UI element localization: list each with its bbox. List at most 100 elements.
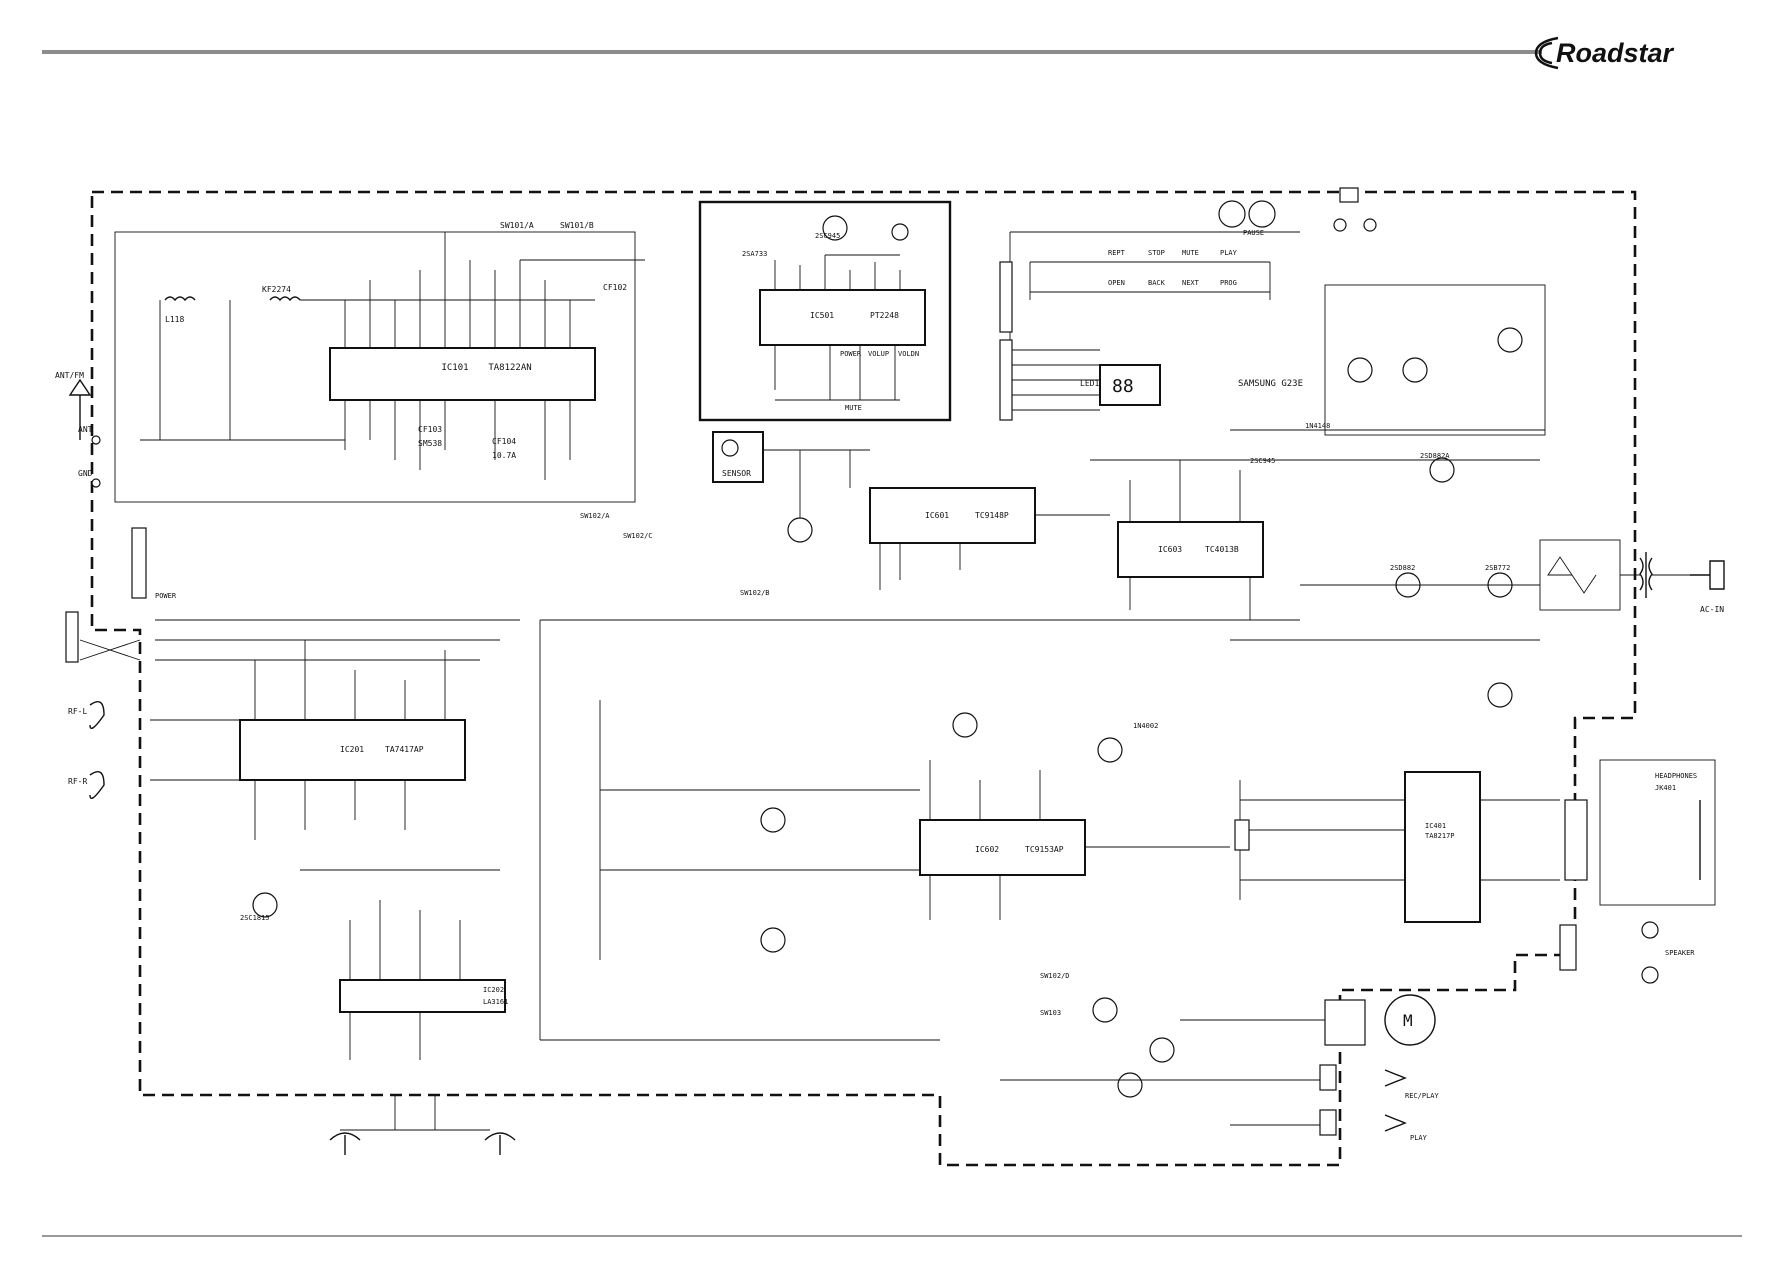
front-panel-section: REPT STOP MUTE PLAY OPEN BACK NEXT PROG … — [999, 187, 1377, 421]
remote-encoder-section: IC501 PT2248 POWER VOLUP VOLDN MUTE — [698, 200, 952, 422]
sensor-label: SENSOR — [722, 469, 751, 478]
ic501-part: PT2248 — [870, 311, 899, 320]
mechanism-section: M SW102/D SW103 REC/PLAY PLAY — [539, 900, 1440, 1142]
sensor-icon — [721, 439, 739, 457]
lamp2-icon — [1363, 218, 1377, 232]
power-connector — [131, 527, 147, 599]
ic401-ref: IC401 — [1425, 822, 1446, 830]
key-play: PLAY — [1220, 249, 1238, 257]
q501-part: 2SC945 — [815, 232, 840, 240]
ic401-part: TA8217P — [1425, 832, 1455, 840]
remote-key-volup: VOLUP — [868, 350, 889, 358]
rf-l-label: RF-L — [68, 707, 87, 716]
crossed-lines-icon — [79, 639, 141, 661]
cn403-connector — [1559, 924, 1577, 971]
q2-transistor-icon — [1218, 200, 1246, 228]
led-display — [1099, 364, 1161, 406]
stereo-indicator-section: 1N4148 — [1230, 284, 1546, 436]
diode-1n4002-label: 1N4002 — [1133, 722, 1158, 730]
motor-icon: M — [1384, 994, 1436, 1046]
sm538-label: SM538 — [418, 439, 442, 448]
sw101a-label: SW101/A — [500, 221, 534, 230]
key-rept: REPT — [1108, 249, 1126, 257]
key-mute: MUTE — [1182, 249, 1199, 257]
power-amp-section: IC401 TA8217P — [1234, 771, 1560, 923]
sw102c-label: SW102/C — [623, 532, 653, 540]
gnd-terminal — [91, 478, 101, 488]
header-rule — [42, 50, 1542, 54]
q202-part: 2SC1815 — [240, 914, 270, 922]
q331-transistor-icon — [760, 807, 786, 833]
q601-transistor-icon — [787, 517, 813, 543]
head-left-icon — [329, 1132, 361, 1155]
power-label: POWER — [155, 592, 177, 600]
jk401-label: JK401 — [1655, 784, 1676, 792]
output-section: HEADPHONES JK401 SPEAKER — [1559, 759, 1716, 984]
cf102-label: CF102 — [603, 283, 627, 292]
ic101-ref: IC101 — [441, 363, 468, 373]
preamp-section: IC201 TA7417AP 2SC1815 RF-L RF-R POWER — [65, 527, 520, 922]
cf104-freq-label: 10.7A — [492, 451, 516, 460]
footer-rule — [42, 1235, 1742, 1237]
q3-transistor-icon — [1248, 200, 1276, 228]
key-open: OPEN — [1108, 279, 1125, 287]
rec-play-label: REC/PLAY — [1405, 1092, 1440, 1100]
q673-transistor-icon — [1497, 327, 1523, 353]
key-next: NEXT — [1182, 279, 1200, 287]
ic603-ref: IC603 — [1158, 545, 1182, 554]
antenna-label: ANT/FM — [55, 371, 84, 380]
lamp-connector — [1339, 187, 1359, 203]
q202-transistor-icon — [252, 892, 278, 918]
led-part: SAMSUNG G23E — [1238, 379, 1303, 389]
q502-transistor-icon — [822, 215, 848, 241]
sw102b-label: SW102/B — [740, 589, 770, 597]
ic202-part: LA3161 — [483, 998, 508, 1006]
q671-transistor-icon — [1347, 357, 1373, 383]
key-back: BACK — [1148, 279, 1166, 287]
diode-1n4148-label: 1N4148 — [1305, 422, 1330, 430]
play-label: PLAY — [1410, 1134, 1428, 1142]
ant-terminal — [91, 435, 101, 445]
q631-transistor-icon — [1097, 737, 1123, 763]
lamp1-icon — [1333, 218, 1347, 232]
playback-amp-section: IC602 TC9153AP 1N4002 — [539, 619, 1300, 960]
ac-plug-icon — [1690, 560, 1725, 590]
l118-label: L118 — [165, 315, 184, 324]
sw103-label: SW103 — [1040, 1009, 1061, 1017]
q805-transistor-icon — [1092, 997, 1118, 1023]
amplifier-section: IC202 LA3161 — [300, 869, 516, 1155]
sw102d-label: SW102/D — [1040, 972, 1070, 980]
ic602-ref: IC602 — [975, 845, 999, 854]
q441-part: 2SD882A — [1420, 452, 1450, 460]
q441-transistor-icon — [1429, 457, 1455, 483]
speaker-label: SPEAKER — [1665, 949, 1695, 957]
ic601-ref: IC601 — [925, 511, 949, 520]
cn802-connector — [1319, 1064, 1337, 1091]
ic601-body — [869, 487, 1036, 544]
sw101b-label: SW101/B — [560, 221, 594, 230]
q622-transistor-icon — [952, 712, 978, 738]
ic602-body — [919, 819, 1086, 876]
logic-section: IC603 TC4013B — [1090, 459, 1300, 620]
svg-text:M: M — [1403, 1011, 1413, 1030]
ic201-ref: IC201 — [340, 745, 364, 754]
ac-in-label: AC-IN — [1700, 605, 1724, 614]
enclosure-boundary — [90, 190, 1637, 1167]
ic201-body — [239, 719, 466, 781]
ic603-body — [1117, 521, 1264, 578]
sensor-section: SENSOR IC601 TC9148P — [712, 431, 1110, 590]
ic501-body — [759, 289, 926, 346]
q803-transistor-icon — [1117, 1072, 1143, 1098]
gnd-label: GND — [78, 469, 93, 478]
head-right-icon — [484, 1132, 516, 1155]
con2-connector — [999, 339, 1013, 421]
ic501-ref: IC501 — [810, 311, 834, 320]
rec-play-head-icon — [1384, 1069, 1407, 1087]
kf2274-label: KF2274 — [262, 285, 291, 294]
speaker-l-jack-icon — [1641, 921, 1659, 939]
w301-connector — [1234, 819, 1250, 851]
ic401-body — [1404, 771, 1481, 923]
ic202-body — [339, 979, 506, 1013]
ant-label: ANT — [78, 425, 93, 434]
cn201-connector — [65, 611, 79, 663]
